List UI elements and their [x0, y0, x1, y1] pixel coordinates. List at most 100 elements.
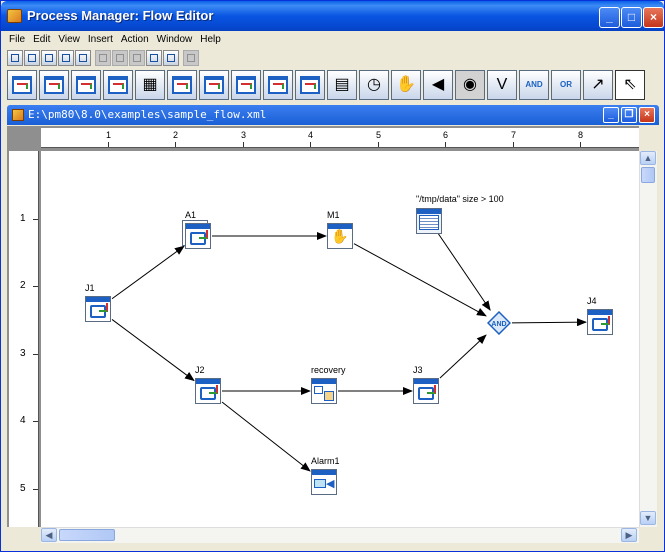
doc-restore-button[interactable]: ❐	[621, 107, 637, 123]
ruler-corner	[7, 126, 41, 151]
horizontal-scrollbar[interactable]: ◀ ▶	[41, 527, 639, 543]
menu-action[interactable]: Action	[120, 34, 149, 45]
job-array-tool-button[interactable]	[39, 70, 69, 100]
select-pointer-tool-button[interactable]: ⇖	[615, 70, 645, 100]
flow-node-m1[interactable]: ✋M1	[327, 210, 353, 249]
ruler-label: 5	[20, 483, 26, 494]
scroll-left-button[interactable]: ◀	[41, 528, 57, 542]
file-event-icon	[416, 208, 442, 234]
flow-node-alarm1[interactable]: ◀Alarm1	[311, 456, 340, 495]
paste-button[interactable]	[129, 50, 145, 66]
zoom-in-button[interactable]	[146, 50, 162, 66]
static-subflow-tool-button[interactable]	[231, 70, 261, 100]
flow-node-a1[interactable]: A1	[185, 210, 211, 249]
or-tool-button[interactable]: OR	[551, 70, 581, 100]
flow-edge-fe-and[interactable]	[437, 232, 491, 311]
subflow-icon	[311, 378, 337, 404]
file-event-icon: ▤	[334, 76, 350, 93]
variable-tool-button[interactable]: V	[487, 70, 517, 100]
flow-edge-and-j4[interactable]	[511, 318, 587, 327]
calendar-event-icon: ◷	[367, 76, 381, 93]
cut-button[interactable]	[95, 50, 111, 66]
flow-node-j2[interactable]: J2	[195, 365, 221, 404]
job-icon	[587, 309, 613, 335]
ruler-label: 1	[106, 130, 112, 140]
print-preview-button[interactable]	[75, 50, 91, 66]
ruler-label: 4	[308, 130, 314, 140]
horizontal-scroll-thumb[interactable]	[59, 529, 115, 541]
vertical-scrollbar[interactable]: ▲ ▼	[639, 151, 657, 527]
flow-node-label: M1	[327, 210, 340, 220]
subflow-array-icon	[200, 71, 228, 99]
scroll-up-button[interactable]: ▲	[640, 151, 656, 165]
alarm-tool-button[interactable]: ◀	[423, 70, 453, 100]
flow-node-j4[interactable]: J4	[587, 296, 613, 335]
minimize-button[interactable]: _	[599, 7, 620, 28]
flow-edge-j2-alarm1[interactable]	[221, 401, 311, 472]
job-array-out-tool-button[interactable]	[103, 70, 133, 100]
flow-node-label: recovery	[311, 365, 346, 375]
doc-minimize-button[interactable]: _	[603, 107, 619, 123]
flow-edge-m1-and[interactable]	[353, 243, 487, 317]
open-button[interactable]	[24, 50, 40, 66]
database-icon: ◉	[463, 76, 477, 93]
close-button[interactable]: ×	[643, 7, 664, 28]
flow-return-tool-button[interactable]	[295, 70, 325, 100]
menu-insert[interactable]: Insert	[87, 34, 113, 45]
print-icon	[62, 54, 70, 62]
variable-icon: V	[496, 76, 508, 93]
job-icon	[195, 378, 221, 404]
and-tool-button[interactable]: AND	[519, 70, 549, 100]
flow-edge-j1-j2[interactable]	[111, 319, 195, 382]
file-event-tool-button[interactable]: ▤	[327, 70, 357, 100]
back-button[interactable]	[183, 50, 199, 66]
manual-job-tool-button[interactable]: ✋	[391, 70, 421, 100]
menu-help[interactable]: Help	[200, 34, 221, 45]
maximize-button[interactable]: □	[621, 7, 642, 28]
subflow-array-tool-button[interactable]	[199, 70, 229, 100]
title-bar[interactable]: Process Manager: Flow Editor _ □ ×	[1, 1, 664, 31]
vertical-scroll-thumb[interactable]	[641, 167, 655, 183]
menu-edit[interactable]: Edit	[33, 34, 51, 45]
flow-node-j1[interactable]: J1	[85, 283, 111, 322]
flow-node-fe[interactable]: "/tmp/data" size > 100	[416, 194, 504, 234]
save-button[interactable]	[41, 50, 57, 66]
copy-button[interactable]	[112, 50, 128, 66]
flow-node-label: J2	[195, 365, 205, 375]
flow-node-j3[interactable]: J3	[413, 365, 439, 404]
database-tool-button[interactable]: ◉	[455, 70, 485, 100]
menu-file[interactable]: File	[9, 34, 26, 45]
menu-view[interactable]: View	[58, 34, 80, 45]
job-out-icon	[72, 71, 100, 99]
subflow-tool-button[interactable]	[167, 70, 197, 100]
flow-node-label: J1	[85, 283, 95, 293]
new-button[interactable]	[7, 50, 23, 66]
job-tool-button[interactable]	[7, 70, 37, 100]
link-tool-button[interactable]: ↗	[583, 70, 613, 100]
job-out-tool-button[interactable]	[71, 70, 101, 100]
job-array-icon	[185, 223, 211, 249]
zoom-out-button[interactable]	[163, 50, 179, 66]
flow-node-and[interactable]: AND	[486, 310, 512, 336]
ruler-label: 2	[173, 130, 179, 140]
static-subflow-array-tool-button[interactable]	[263, 70, 293, 100]
print-button[interactable]	[58, 50, 74, 66]
cube-tool-button[interactable]: ▦	[135, 70, 165, 100]
ruler-tick	[445, 142, 446, 147]
document-title-bar[interactable]: E:\pm80\8.0\examples\sample_flow.xml _ ❐…	[7, 105, 659, 125]
flow-edge-j1-a1[interactable]	[111, 245, 185, 300]
scroll-right-button[interactable]: ▶	[621, 528, 637, 542]
menu-window[interactable]: Window	[156, 34, 193, 45]
calendar-event-tool-button[interactable]: ◷	[359, 70, 389, 100]
flow-edge-j3-and[interactable]	[439, 334, 487, 379]
scroll-down-button[interactable]: ▼	[640, 511, 656, 525]
ruler-label: 5	[376, 130, 382, 140]
print-preview-icon	[79, 54, 87, 62]
ruler-label: 4	[20, 415, 26, 426]
flow-node-recovery[interactable]: recovery	[311, 365, 346, 404]
doc-close-button[interactable]: ×	[639, 107, 655, 123]
